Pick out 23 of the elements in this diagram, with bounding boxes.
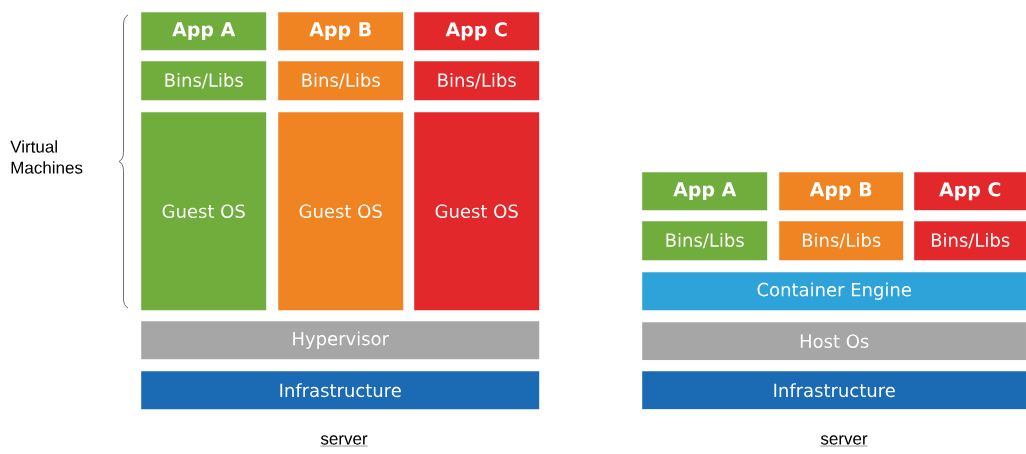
- library-box: Bins/Libs: [278, 61, 404, 101]
- layer-bar: Hypervisor: [141, 321, 540, 360]
- library-box: Bins/Libs: [642, 221, 768, 261]
- app-box: App C: [914, 172, 1026, 211]
- layer-bar: Host Os: [642, 322, 1026, 361]
- layer-bar: Infrastructure: [141, 371, 540, 410]
- guest-os-box: Guest OS: [414, 112, 540, 311]
- library-box: Bins/Libs: [779, 221, 904, 261]
- guest-os-box: Guest OS: [141, 112, 267, 311]
- server-label: server: [820, 435, 868, 447]
- app-box: App C: [414, 12, 540, 51]
- library-box: Bins/Libs: [914, 221, 1026, 261]
- side-label: Virtual Machines: [10, 140, 83, 174]
- layer-bar: Infrastructure: [642, 371, 1026, 410]
- layer-bar: Container Engine: [642, 272, 1026, 311]
- app-box: App A: [642, 172, 768, 211]
- guest-os-box: Guest OS: [278, 112, 404, 311]
- library-box: Bins/Libs: [414, 61, 540, 101]
- app-box: App B: [779, 172, 904, 211]
- app-box: App B: [278, 12, 404, 51]
- server-label: server: [320, 435, 368, 447]
- library-box: Bins/Libs: [141, 61, 267, 101]
- app-box: App A: [141, 12, 267, 51]
